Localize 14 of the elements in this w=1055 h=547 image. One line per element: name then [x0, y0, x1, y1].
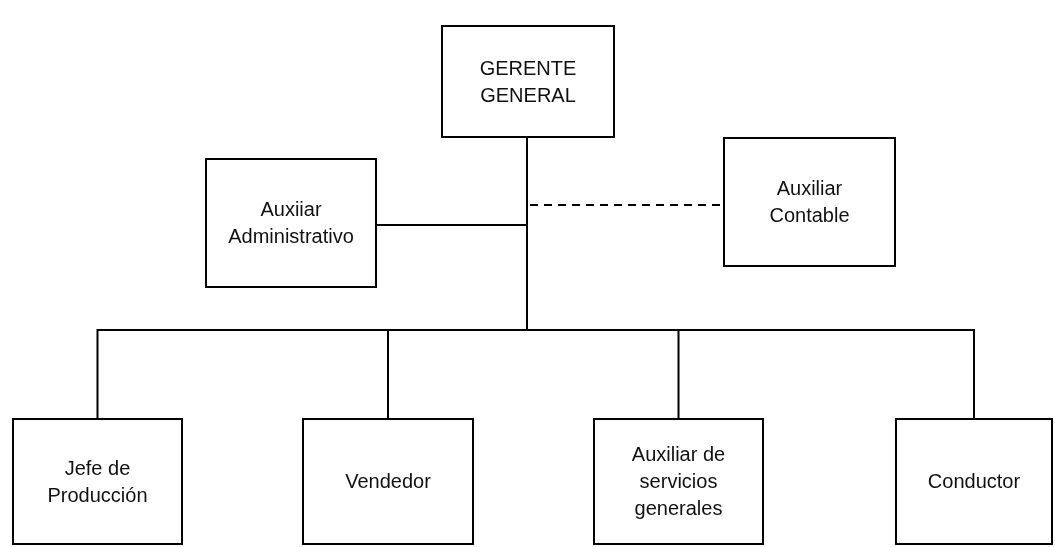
org-box — [12, 418, 183, 545]
role-title: Auxiliar de servicios generales — [630, 442, 727, 521]
role-title: Jefe de Producción — [46, 455, 149, 508]
role-title: GERENTE GENERAL — [478, 55, 578, 108]
role-title: Auxiiar Administrativo — [227, 197, 355, 249]
org-box — [441, 25, 615, 138]
org-box — [205, 158, 377, 288]
org-box — [895, 418, 1053, 545]
org-box — [302, 418, 474, 545]
role-title: Auxiliar Contable — [768, 176, 851, 228]
role-title: Conductor — [926, 469, 1022, 494]
org-box — [593, 418, 764, 545]
org-box — [723, 137, 896, 267]
role-title: Vendedor — [344, 469, 432, 494]
